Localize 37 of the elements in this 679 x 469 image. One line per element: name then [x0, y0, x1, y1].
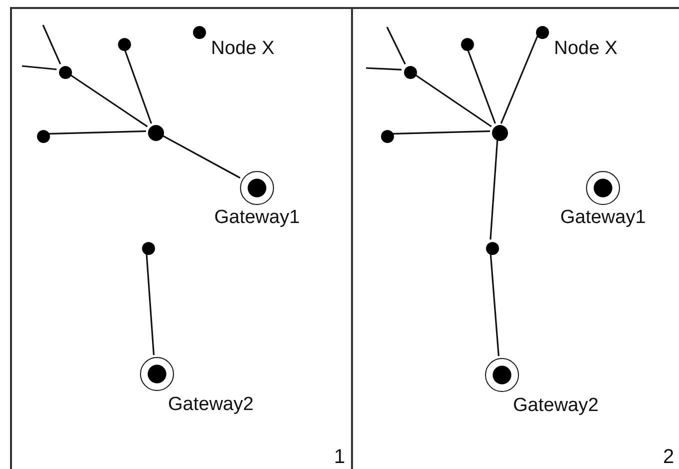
- network-node-dot: [486, 242, 498, 254]
- node-label: Gateway2: [513, 395, 599, 417]
- node-label: Node X: [554, 38, 618, 60]
- panel-number: 2: [663, 446, 674, 468]
- gateway-node: [485, 358, 519, 392]
- network-node-dot: [118, 38, 130, 50]
- network-node-dot: [404, 66, 416, 78]
- link-line: [490, 252, 500, 356]
- link-line: [47, 130, 146, 135]
- hub-node-dot: [492, 125, 508, 141]
- gateway-node: [140, 357, 174, 391]
- network-node-dot: [58, 66, 72, 78]
- node-label: Gateway1: [560, 207, 646, 229]
- link-line: [42, 24, 62, 64]
- network-node-dot: [142, 242, 154, 254]
- network-node-dot: [36, 130, 50, 142]
- gateway-node: [586, 171, 620, 205]
- network-node-dot: [192, 26, 206, 38]
- link-line: [160, 134, 240, 179]
- link-line: [500, 36, 538, 124]
- link-line: [386, 26, 406, 65]
- panel-frame: [351, 7, 679, 469]
- link-line: [146, 252, 155, 356]
- link-line: [366, 67, 402, 70]
- network-node-dot: [460, 38, 474, 50]
- panel-number: 1: [334, 446, 346, 468]
- node-label: Node X: [211, 38, 274, 60]
- link-line: [391, 130, 490, 135]
- node-label: Gateway1: [214, 207, 300, 229]
- network-node-dot: [536, 26, 548, 38]
- link-line: [490, 138, 498, 240]
- hub-node-dot: [148, 125, 164, 141]
- gateway-node: [240, 171, 274, 205]
- panel-frame: [10, 7, 352, 469]
- link-line: [22, 65, 57, 70]
- network-node-dot: [380, 130, 394, 142]
- node-label: Gateway2: [168, 394, 254, 416]
